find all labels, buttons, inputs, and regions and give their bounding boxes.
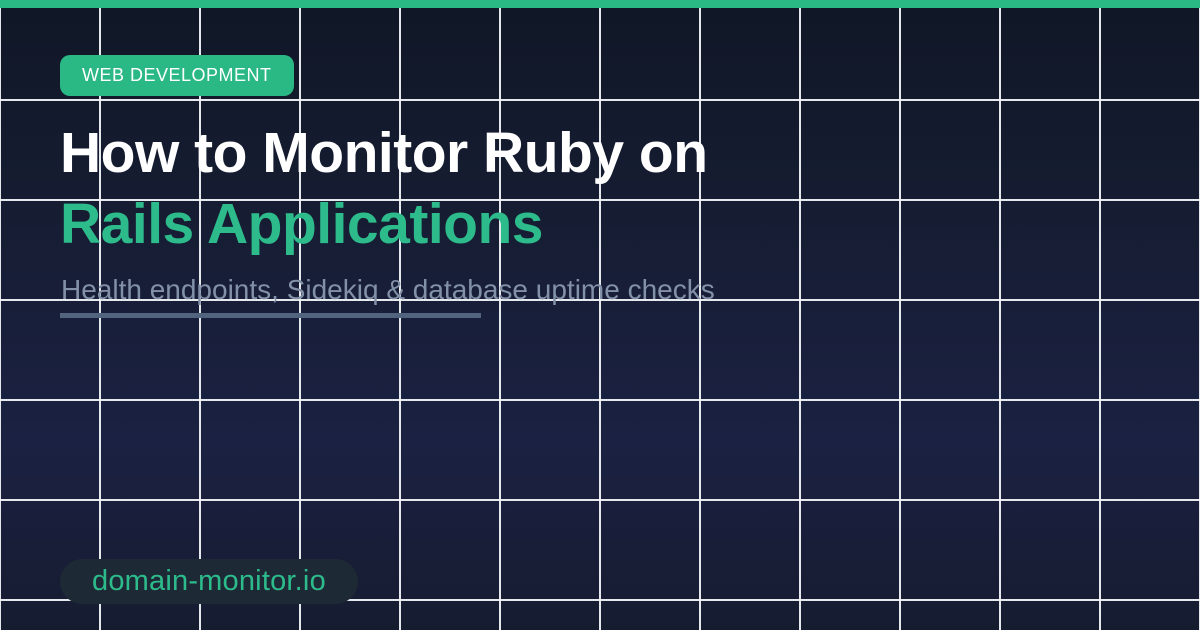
title-line-1: How to Monitor Ruby on	[60, 121, 708, 185]
category-badge-label: WEB DEVELOPMENT	[82, 65, 272, 85]
site-pill: domain-monitor.io	[60, 559, 358, 604]
top-accent-bar	[0, 0, 1200, 8]
subtitle: Health endpoints, Sidekiq & database upt…	[61, 274, 715, 305]
title-line-2: Rails Applications	[60, 192, 543, 256]
page-title: How to Monitor Ruby on Rails Application…	[60, 118, 708, 260]
category-badge: WEB DEVELOPMENT	[60, 55, 294, 96]
site-name: domain-monitor.io	[92, 565, 326, 597]
title-underline	[60, 313, 481, 318]
